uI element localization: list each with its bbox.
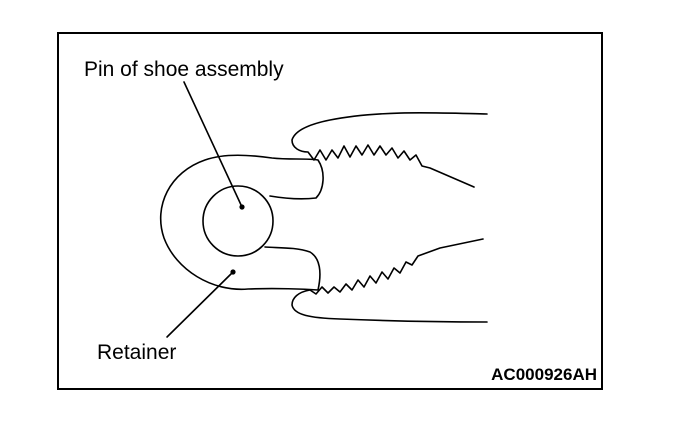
pin-label: Pin of shoe assembly [84,58,284,81]
retainer-leader-line [166,271,234,338]
pin-leader-line [183,81,243,208]
figure-frame [57,32,603,390]
pliers-upper-jaw [291,112,488,188]
figure-code: AC000926AH [491,365,597,384]
pin-circle [202,185,274,257]
retainer-label: Retainer [97,341,177,364]
retainer-outline [159,154,324,291]
pliers-lower-jaw [291,238,488,323]
